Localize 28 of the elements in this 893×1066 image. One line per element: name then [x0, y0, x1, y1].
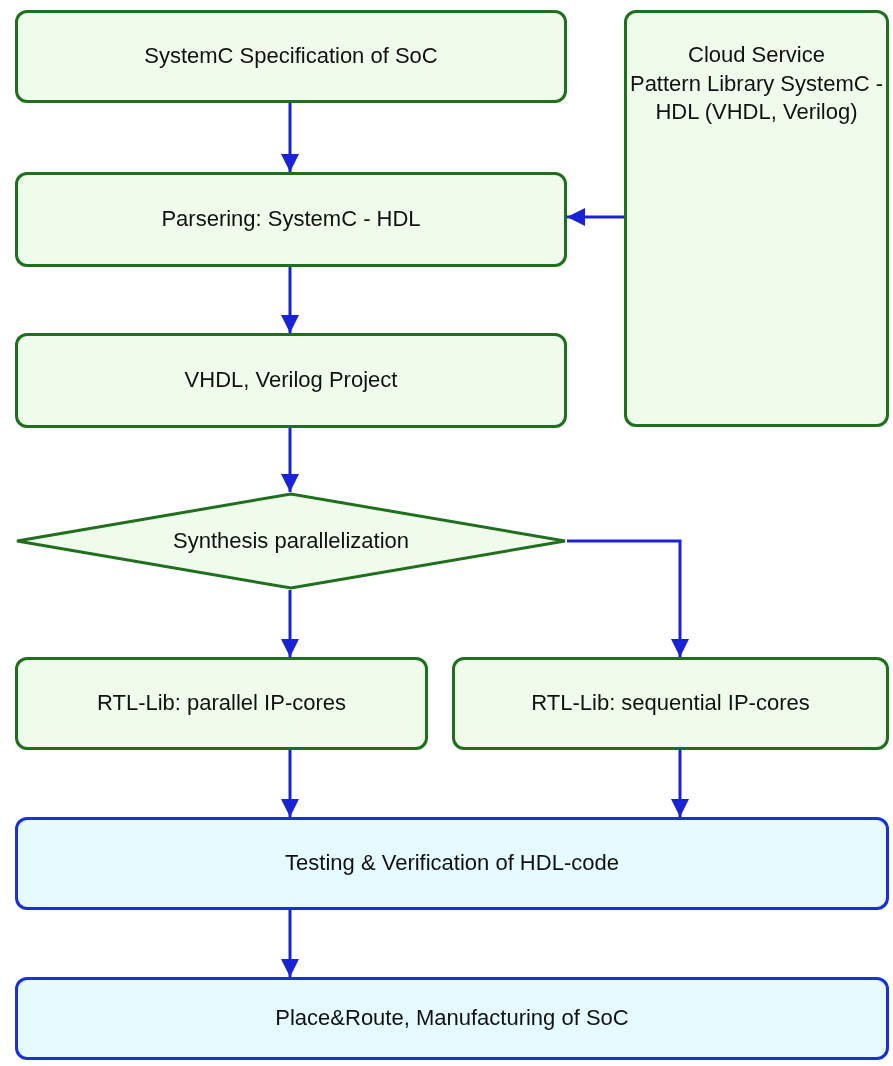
- box-label: Place&Route, Manufacturing of SoC: [275, 1004, 629, 1033]
- arrow: [281, 910, 299, 977]
- process-box: [15, 172, 567, 267]
- box-label: RTL-Lib: parallel IP-cores: [97, 689, 346, 718]
- arrow: [671, 750, 689, 817]
- process-box: [452, 657, 889, 750]
- box-label: SystemC Specification of SoC: [144, 42, 438, 71]
- arrow: [567, 539, 689, 657]
- process-box: [15, 10, 567, 103]
- arrow: [567, 208, 624, 226]
- arrow: [281, 103, 299, 172]
- box-label: Parsering: SystemC - HDL: [161, 205, 421, 234]
- box-label: Synthesis parallelization: [173, 526, 409, 555]
- box-heading: Cloud Service: [688, 41, 825, 69]
- process-box: [15, 977, 889, 1060]
- decision-diamond: [15, 492, 567, 590]
- process-box: [15, 817, 889, 910]
- arrow: [281, 428, 299, 492]
- box-label: Pattern Library SystemC - HDL (VHDL, Verilog): [628, 69, 885, 127]
- process-box: [15, 657, 428, 750]
- box-label: Testing & Verification of HDL-code: [285, 849, 619, 878]
- process-box: [15, 333, 567, 428]
- arrow: [281, 267, 299, 333]
- box-label: VHDL, Verilog Project: [184, 366, 398, 395]
- box-label: RTL-Lib: sequential IP-cores: [531, 689, 810, 718]
- arrow: [281, 590, 299, 657]
- arrow: [281, 750, 299, 817]
- process-box: [624, 10, 889, 427]
